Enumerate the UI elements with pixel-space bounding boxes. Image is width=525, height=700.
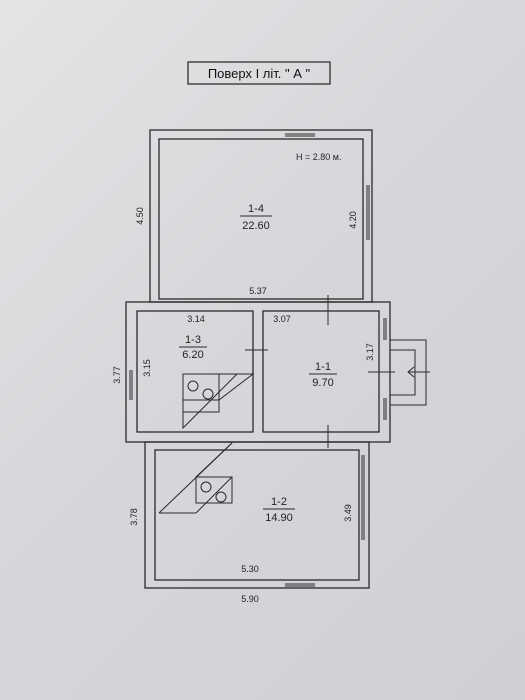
dim-room12-right: 3.49	[343, 504, 353, 522]
ceiling-height-note: H = 2.80 м.	[296, 152, 341, 162]
dim-room11-top: 3.07	[273, 314, 291, 324]
room-id: 1-3	[185, 334, 201, 346]
room-1-1-label: 1-1 9.70	[309, 361, 337, 389]
room-area: 6.20	[182, 349, 203, 361]
entrance-arrow-head	[407, 366, 415, 378]
room-1-3-label: 1-3 6.20	[179, 334, 207, 361]
dim-room12-bottom: 5.30	[241, 564, 259, 574]
middle-section-walls	[125, 301, 391, 443]
room-id: 1-1	[315, 361, 331, 373]
room-area: 22.60	[242, 220, 270, 232]
windows	[129, 133, 387, 587]
door-marks	[245, 295, 395, 448]
title-box: Поверх І літ. " А "	[187, 61, 331, 85]
room-1-2-walls	[144, 441, 370, 589]
room-id: 1-2	[271, 496, 287, 508]
dim-room13-top: 3.14	[187, 314, 205, 324]
room-id: 1-4	[248, 203, 264, 215]
dim-left-top: 4.50	[135, 207, 145, 225]
dim-overall-bottom: 5.90	[241, 594, 259, 604]
dim-left-bottom: 3.78	[129, 508, 139, 526]
room-1-2-label: 1-2 14.90	[263, 496, 295, 524]
stove-room-1-2	[158, 442, 233, 514]
entrance-porch	[390, 339, 430, 406]
room-area: 9.70	[312, 377, 333, 389]
dim-left-mid-outer: 3.77	[112, 366, 122, 384]
dim-room14-bottom: 5.37	[249, 286, 267, 296]
room-1-4-label: 1-4 22.60	[240, 203, 272, 232]
dim-room11-right: 3.17	[365, 343, 375, 361]
dimension-labels: 4.50 4.20 5.37 3.14 3.07 3.77 3.15 3.17 …	[112, 207, 375, 604]
stove-room-1-3	[182, 373, 255, 430]
dim-right-top: 4.20	[348, 211, 358, 229]
dim-room13-left: 3.15	[142, 359, 152, 377]
room-area: 14.90	[265, 512, 293, 524]
plan-title: Поверх І літ. " А "	[208, 66, 311, 81]
